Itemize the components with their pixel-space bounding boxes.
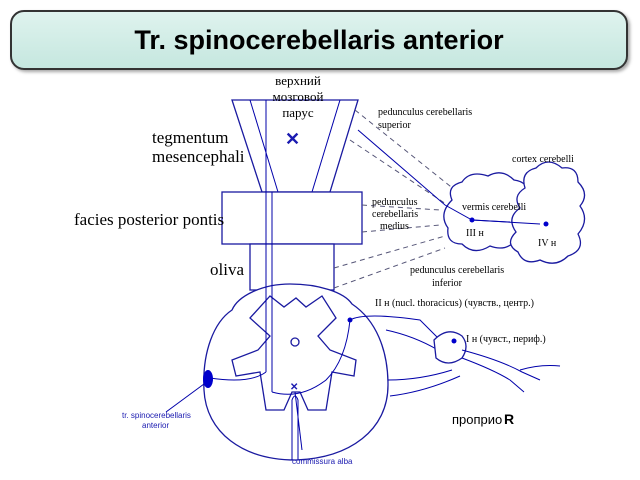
ped-inf-dash <box>333 235 446 269</box>
commissura-pointer <box>294 391 303 451</box>
pons-rect <box>221 191 363 245</box>
tract-loop <box>209 371 267 381</box>
oliva-label: oliva <box>210 260 244 279</box>
proprio-r-label: R <box>504 411 514 427</box>
cerebellar-path-2 <box>471 219 511 223</box>
ped-med-dash-2 <box>361 224 441 233</box>
tegmentum-label-1: tegmentum <box>152 128 228 147</box>
neuron3-label: III н <box>466 228 484 239</box>
ped-inf-dash-2 <box>333 247 446 289</box>
velum-line-right <box>311 99 341 193</box>
ped-inf-label-2: inferior <box>432 278 463 289</box>
grey-matter <box>231 295 357 411</box>
facies-label: facies posterior pontis <box>74 210 224 229</box>
velum-cross-icon: ✕ <box>285 129 300 149</box>
neuron4-label: IV н <box>538 238 557 249</box>
ped-med-label-3: medius <box>380 221 409 232</box>
commissura-label: commissura alba <box>292 457 353 466</box>
central-canal <box>290 337 300 347</box>
spinal-ganglion <box>433 331 467 364</box>
neuron1-dot <box>451 338 457 344</box>
proprio-label: проприо <box>452 412 502 427</box>
neuron2-label: II н (nucl. thoracicus) (чувств., центр.… <box>375 298 534 309</box>
oliva-region <box>249 243 335 291</box>
velum-line-left <box>249 99 279 193</box>
tract-label-2: anterior <box>142 421 169 430</box>
nerve-branch-1 <box>461 349 541 381</box>
ped-med-dash <box>361 204 441 211</box>
vermis-label: vermis cerebelli <box>462 202 526 213</box>
dorsal-root-top <box>349 315 439 339</box>
ped-sup-dash <box>354 109 456 191</box>
ped-sup-dash-2 <box>349 139 456 211</box>
velum-label-3: парус <box>282 105 314 120</box>
tract-pointer <box>165 383 205 413</box>
ventral-root <box>387 369 453 381</box>
ped-sup-label-2: superior <box>378 120 411 131</box>
nerve-branch-2 <box>461 357 525 393</box>
nerve-branch-3 <box>519 365 561 371</box>
ped-inf-label-1: pedunculus cerebellaris <box>410 265 504 276</box>
tract-spot <box>203 370 213 388</box>
ped-med-label-2: cerebellaris <box>372 209 418 220</box>
neuron1-label: I н (чувст., периф.) <box>466 334 546 345</box>
title-box: Tr. spinocerebellaris anterior <box>10 10 628 70</box>
ped-med-label-1: pedunculus <box>372 197 418 208</box>
ventral-root-2 <box>389 375 461 397</box>
cortex-label: cortex cerebelli <box>512 154 574 165</box>
velum-label-1: верхний <box>275 73 321 88</box>
neuron4-dot <box>543 221 549 227</box>
tegmentum-label-2: mesencephali <box>152 147 245 166</box>
cortex-cloud <box>509 161 586 264</box>
ped-sup-label-1: pedunculus cerebellaris <box>378 107 472 118</box>
velum-label-2: мозговой <box>273 89 324 104</box>
neuron2-link <box>271 319 351 395</box>
dorsal-root-bottom <box>385 329 439 351</box>
tract-label-1: tr. spinocerebellaris <box>122 411 191 420</box>
page-title: Tr. spinocerebellaris anterior <box>134 24 504 55</box>
commissura-cross-icon: ✕ <box>290 382 298 393</box>
neuron3-dot <box>469 217 475 223</box>
